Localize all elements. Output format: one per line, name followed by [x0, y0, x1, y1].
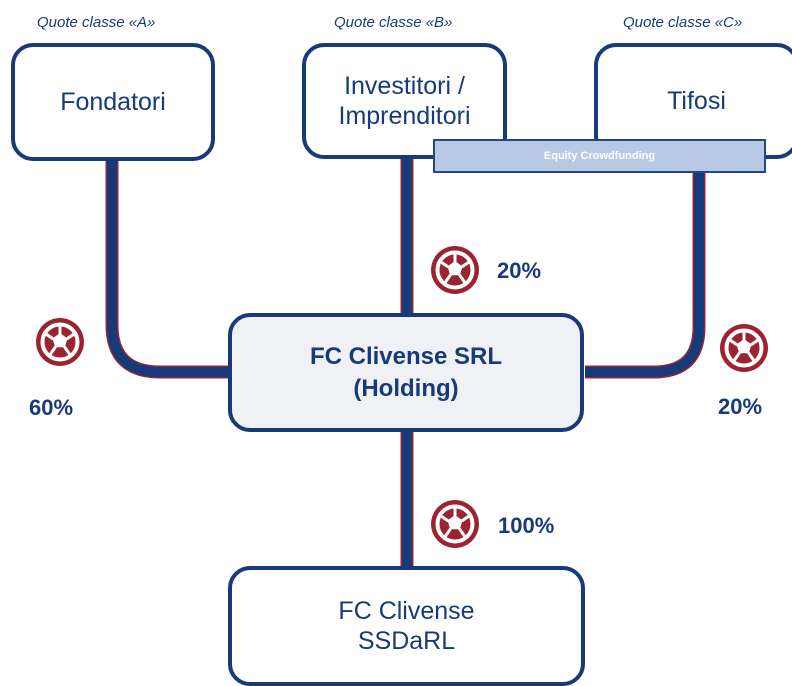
founders-node: Fondatori [11, 43, 215, 161]
holding-node: FC Clivense SRL (Holding) [228, 313, 584, 432]
soccer-ball-icon [34, 316, 86, 368]
founders-percentage: 60% [29, 395, 74, 420]
ssdarl-percentage: 100% [498, 513, 555, 538]
fans-percentage: 20% [718, 394, 763, 419]
class-c-label: Quote classe «C» [623, 14, 743, 31]
fans-connector [585, 173, 706, 379]
founders-connector [105, 160, 230, 379]
investors-percentage: 20% [497, 258, 542, 283]
ssdarl-node: FC Clivense SSDaRL [228, 566, 585, 686]
soccer-ball-icon [718, 322, 770, 374]
class-a-label: Quote classe «A» [37, 14, 156, 31]
class-b-label: Quote classe «B» [334, 14, 453, 31]
soccer-ball-icon [429, 244, 481, 296]
investors-node: Investitori / Imprenditori [302, 43, 507, 159]
equity-crowdfunding-banner: Equity Crowdfunding [433, 139, 766, 173]
soccer-ball-icon [429, 498, 481, 550]
